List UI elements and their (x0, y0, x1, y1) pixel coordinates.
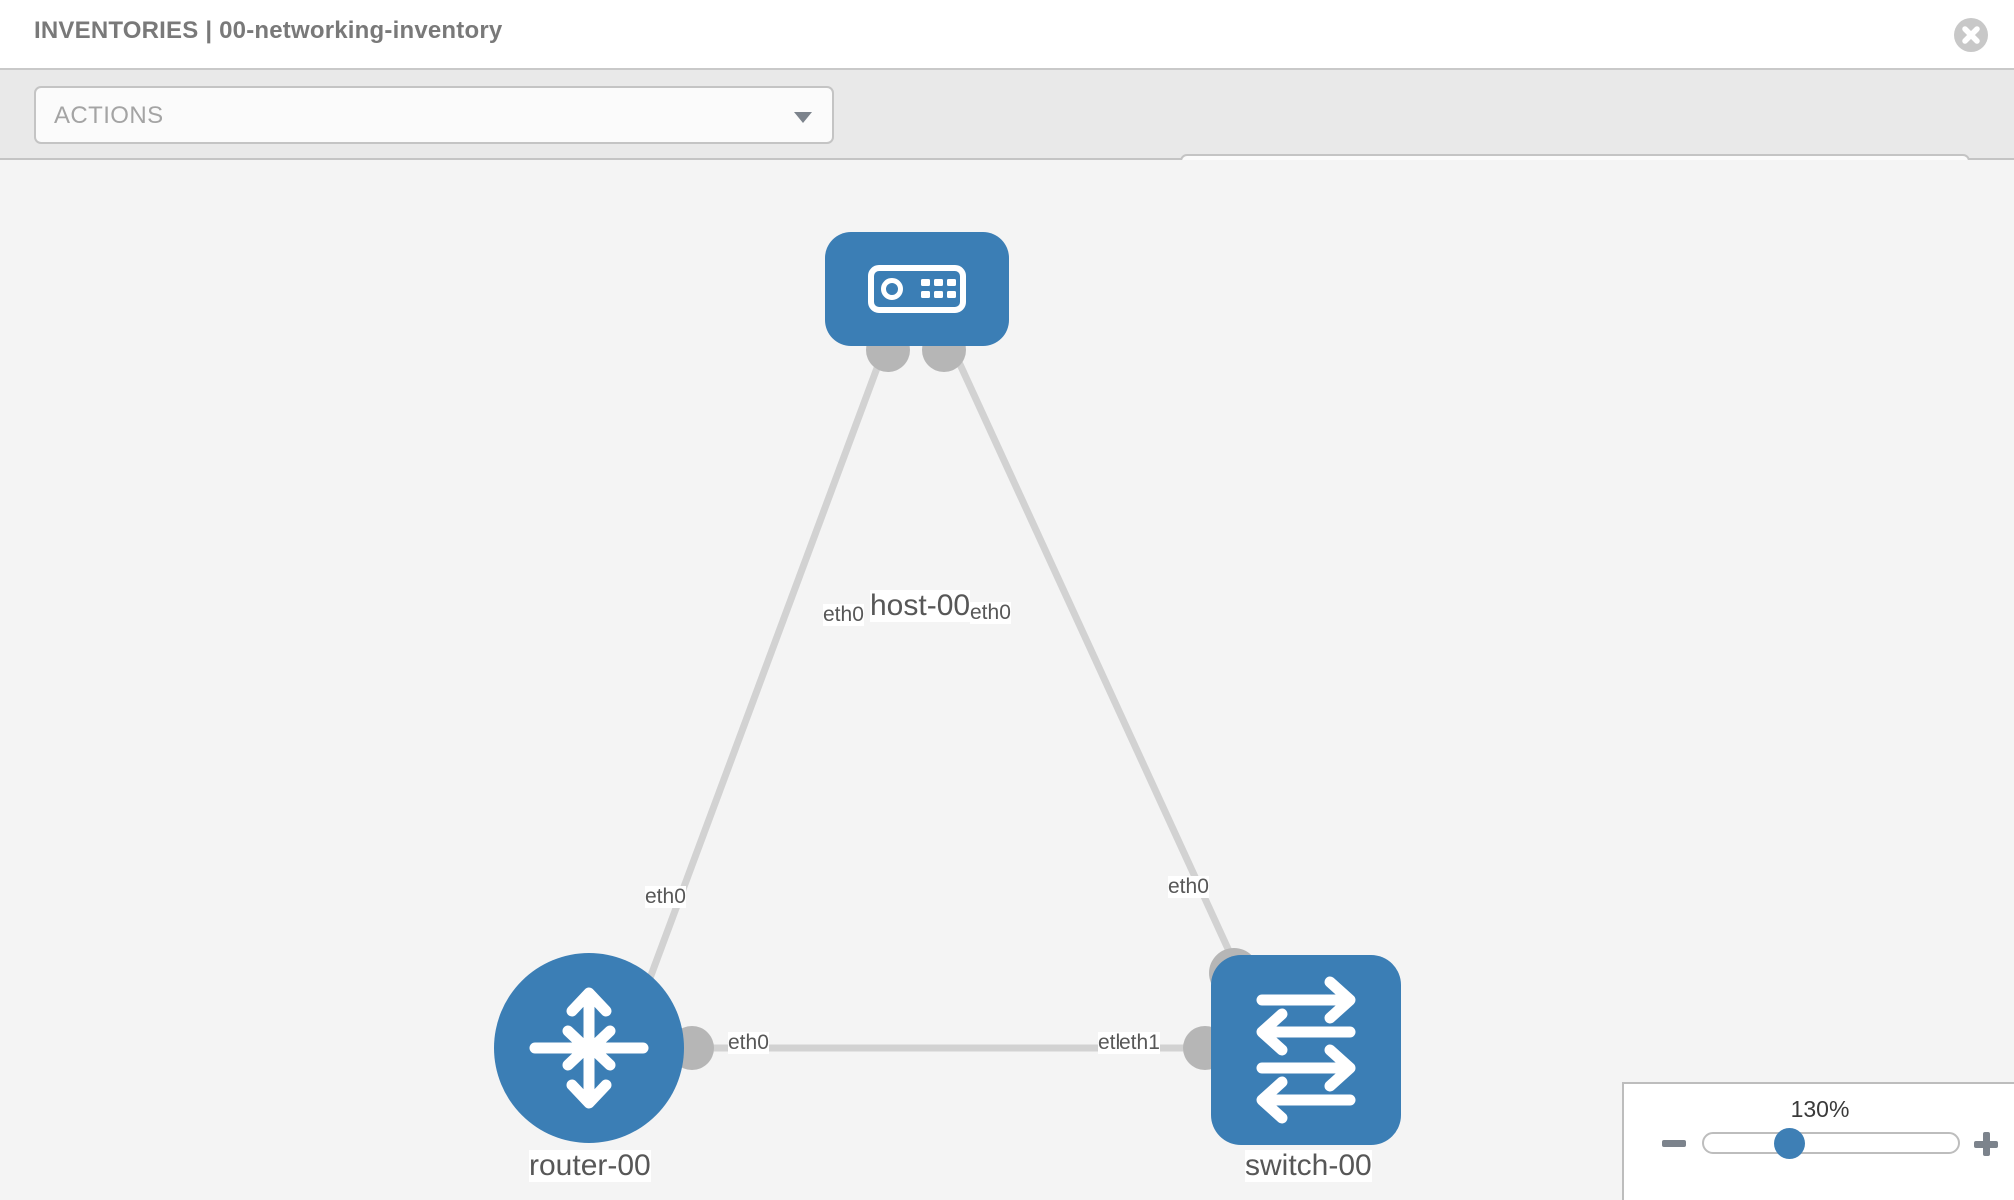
server-icon (868, 265, 966, 313)
page-title: INVENTORIES | 00-networking-inventory (34, 17, 503, 44)
minus-icon[interactable] (1662, 1140, 1686, 1147)
link-host00-switch00[interactable] (954, 358, 1244, 977)
topology-interface-dots (670, 328, 1259, 1070)
close-icon (1962, 26, 1980, 44)
node-router-00[interactable] (494, 953, 684, 1143)
interface-label: eth0 (645, 885, 686, 909)
zoom-control-panel: 130% (1622, 1082, 2014, 1200)
topology-links (636, 358, 1244, 1052)
topology-canvas[interactable]: eth0 eth0 eth0 eth0 eth0 eth eth1 host-0… (0, 160, 2014, 1200)
interface-label: eth0 (823, 603, 864, 627)
zoom-percent-label: 130% (1790, 1096, 1850, 1122)
node-label-switch-00: switch-00 (1245, 1149, 1372, 1182)
chevron-down-icon (794, 112, 812, 123)
close-button[interactable] (1954, 18, 1988, 52)
plus-icon[interactable] (1974, 1132, 1998, 1156)
node-label-router-00: router-00 (529, 1149, 651, 1182)
node-label-host-00: host-00 (870, 589, 971, 622)
switch-arrows-icon (1256, 976, 1356, 1124)
router-arrows-icon (529, 987, 649, 1109)
node-host-00[interactable] (825, 232, 1009, 346)
interface-label: eth1 (1119, 1031, 1160, 1055)
interface-label: eth0 (970, 601, 1011, 625)
actions-dropdown-label: ACTIONS (54, 102, 164, 129)
toolbar: ACTIONS SEARCH (0, 68, 2014, 212)
topology-graph (494, 232, 1401, 1145)
node-switch-00[interactable] (1211, 955, 1401, 1145)
zoom-slider-handle[interactable] (1774, 1128, 1805, 1159)
link-host00-router00[interactable] (636, 358, 884, 1007)
interface-label: eth0 (728, 1031, 769, 1055)
zoom-slider-track[interactable] (1702, 1132, 1960, 1154)
page-header: INVENTORIES | 00-networking-inventory (0, 0, 2014, 68)
interface-label: eth0 (1168, 875, 1209, 899)
actions-dropdown[interactable]: ACTIONS (34, 86, 834, 144)
